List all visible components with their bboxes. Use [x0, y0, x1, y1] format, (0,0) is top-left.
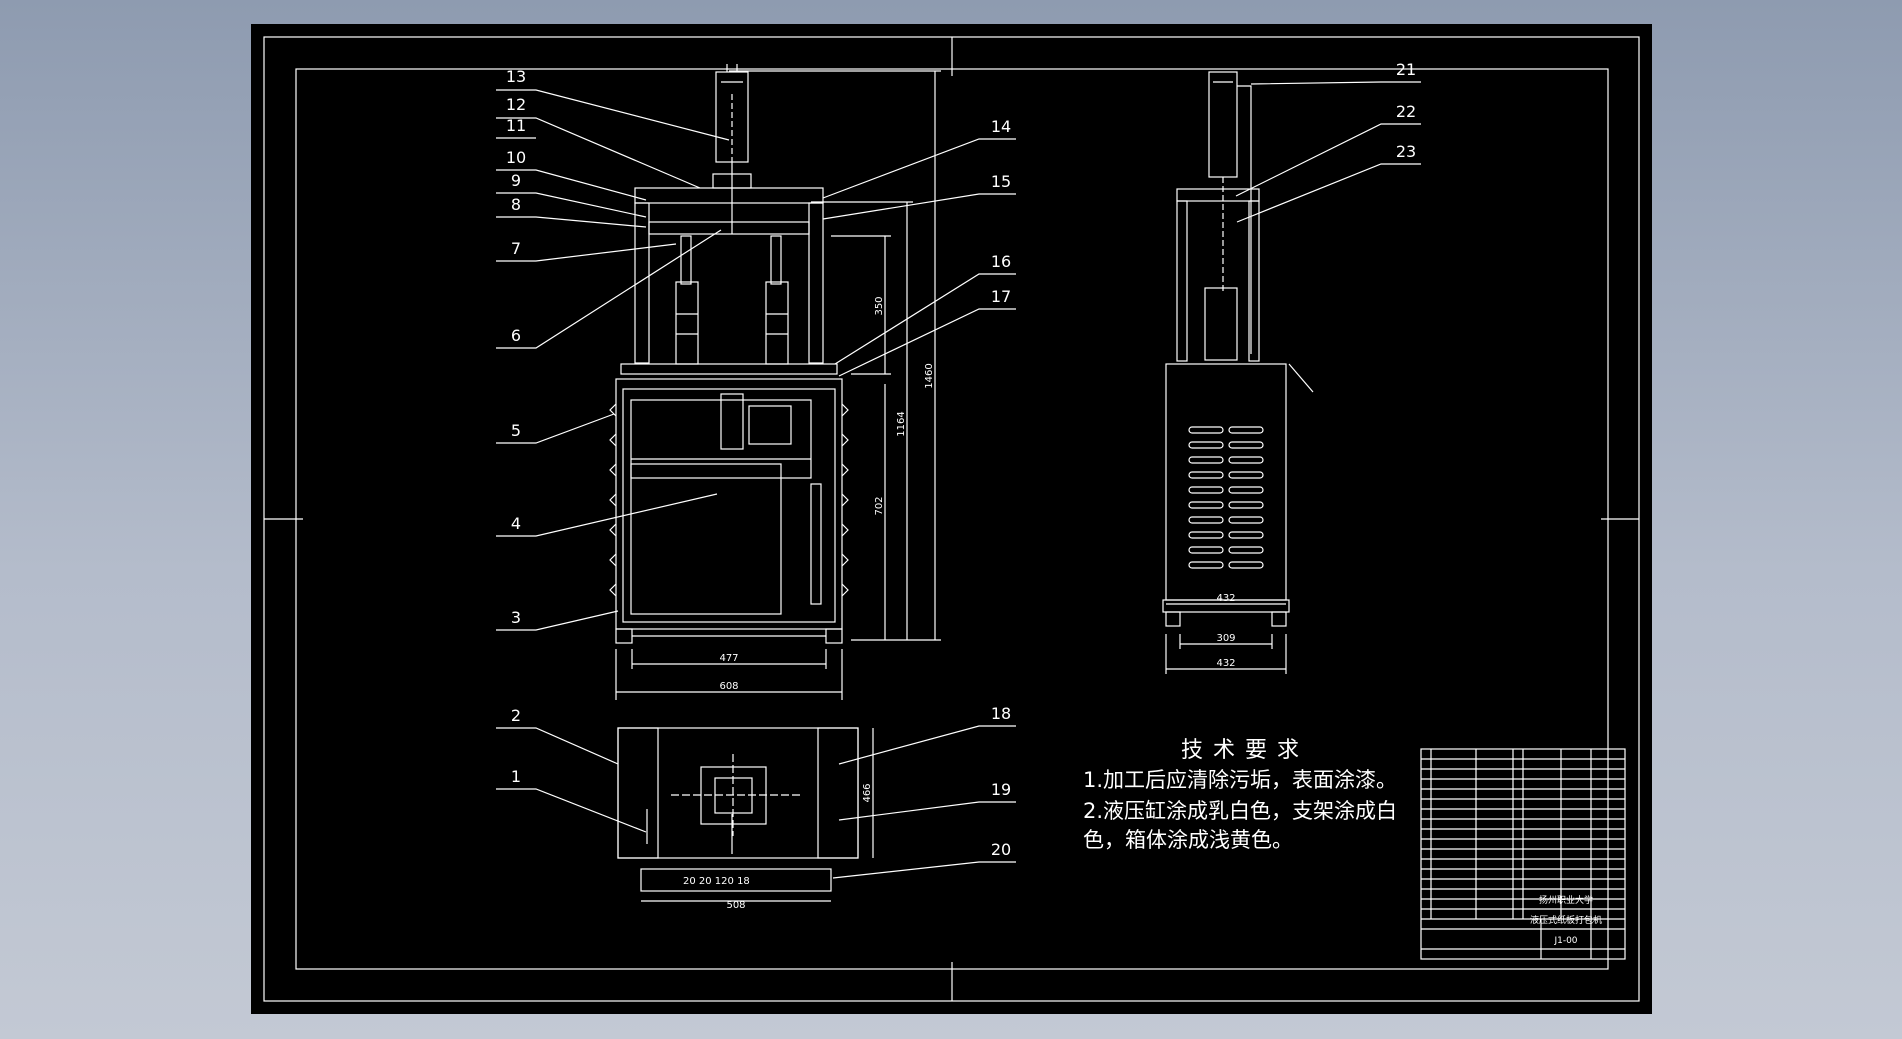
callout-20: 20 — [991, 840, 1011, 859]
callout-10: 10 — [506, 148, 526, 167]
callout-19: 19 — [991, 780, 1011, 799]
callout-21: 21 — [1396, 60, 1416, 79]
callout-4: 4 — [511, 514, 521, 533]
dim-350: 350 — [874, 296, 885, 315]
dim-1460: 1460 — [924, 363, 935, 388]
callout-13: 13 — [506, 67, 526, 86]
callout-5: 5 — [511, 421, 521, 440]
drawing-sheet: 13 12 11 10 9 8 7 6 5 4 3 2 1 14 15 16 1… — [251, 24, 1652, 1014]
title-block-school: 扬州职业大学 — [1539, 894, 1593, 906]
callout-17: 17 — [991, 287, 1011, 306]
callout-2: 2 — [511, 706, 521, 725]
title-block — [1420, 748, 1626, 960]
dim-309: 309 — [1216, 633, 1235, 644]
callout-18: 18 — [991, 704, 1011, 723]
callout-12: 12 — [506, 95, 526, 114]
title-block-number: J1-00 — [1553, 936, 1577, 946]
dim-508: 508 — [726, 900, 745, 911]
callout-16: 16 — [991, 252, 1011, 271]
callout-8: 8 — [511, 195, 521, 214]
callout-23: 23 — [1396, 142, 1416, 161]
plan-view — [496, 725, 1016, 902]
tech-requirement-line-1: 1.加工后应清除污垢，表面涂漆。 — [1083, 768, 1398, 792]
title-block-name: 液压式纸板打包机 — [1530, 914, 1602, 926]
tech-requirements-title: 技术要求 — [1181, 738, 1310, 763]
dim-466: 466 — [862, 783, 873, 802]
callout-6: 6 — [511, 326, 521, 345]
tech-requirement-line-3: 色，箱体涂成浅黄色。 — [1083, 828, 1293, 852]
inner-frame — [295, 68, 1609, 970]
callout-11: 11 — [506, 116, 526, 135]
callout-14: 14 — [991, 117, 1011, 136]
cad-drawing: 13 12 11 10 9 8 7 6 5 4 3 2 1 14 15 16 1… — [263, 36, 1640, 1002]
dim-side-432: 432 — [1216, 658, 1235, 669]
side-view — [1162, 71, 1421, 674]
callout-9: 9 — [511, 171, 521, 190]
callout-15: 15 — [991, 172, 1011, 191]
dim-pitch: 20 20 120 18 — [683, 876, 750, 887]
dim-702: 702 — [874, 496, 885, 515]
outer-frame — [263, 36, 1640, 1002]
callout-3: 3 — [511, 608, 521, 627]
dim-1164: 1164 — [896, 411, 907, 436]
dim-608: 608 — [719, 681, 738, 692]
tech-requirement-line-2: 2.液压缸涂成乳白色，支架涂成白 — [1083, 799, 1398, 823]
front-view — [496, 64, 1016, 700]
callout-7: 7 — [511, 239, 521, 258]
callout-1: 1 — [511, 767, 521, 786]
dim-477: 477 — [719, 653, 738, 664]
callout-22: 22 — [1396, 102, 1416, 121]
dim-side-432-top: 432 — [1216, 593, 1235, 604]
